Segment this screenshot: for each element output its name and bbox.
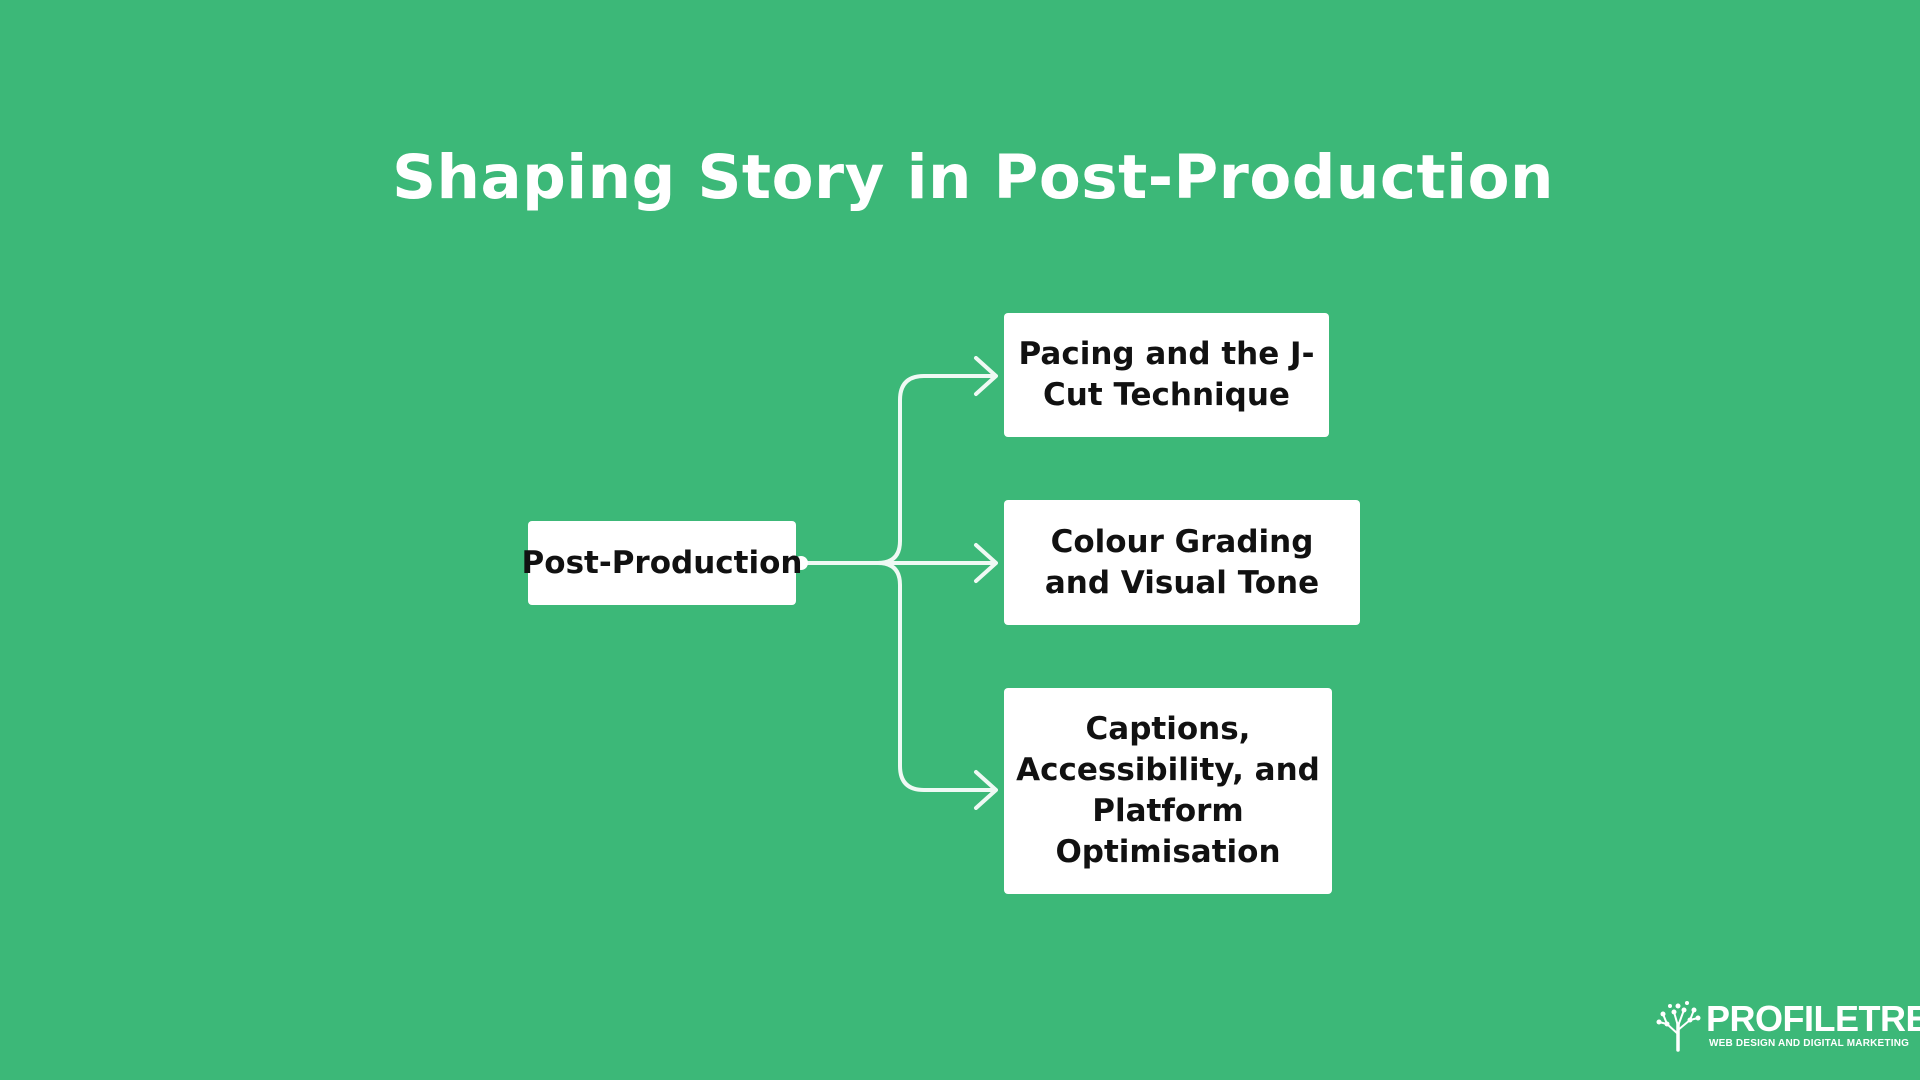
branch-node-text-line: and Visual Tone xyxy=(1044,564,1320,601)
branch-node-text-line: Pacing and the J- xyxy=(1018,336,1315,372)
branch-node-text-line: Cut Technique xyxy=(1043,377,1290,413)
tree-logo-icon xyxy=(1656,1001,1701,1052)
branch-node-text-line: Platform xyxy=(1092,793,1244,829)
arrowhead-branch-1 xyxy=(974,356,998,396)
branch-node-colour-grading: Colour Grading and Visual Tone xyxy=(1004,500,1360,625)
logo-tagline: WEB DESIGN AND DIGITAL MARKETING xyxy=(1709,1038,1910,1049)
root-connector-dot xyxy=(794,556,808,570)
profiletree-logo: PROFILETREE WEB DESIGN AND DIGITAL MARKE… xyxy=(1654,998,1920,1054)
arrowhead-branch-3 xyxy=(974,770,998,810)
branch-node-text-line: Captions, xyxy=(1085,711,1251,747)
diagram-title: Shaping Story in Post-Production xyxy=(392,142,1554,213)
branch-node-captions: Captions, Accessibility, and Platform Op… xyxy=(1004,688,1332,894)
arrowhead-branch-2 xyxy=(974,543,998,583)
root-node-label: Post-Production xyxy=(521,544,803,581)
branch-node-text-line: Optimisation xyxy=(1055,834,1281,870)
connector-root-to-branch-1 xyxy=(800,374,996,565)
logo-wordmark: PROFILETREE xyxy=(1706,998,1920,1039)
root-node: Post-Production xyxy=(522,521,802,605)
branch-node-text-line: Accessibility, and xyxy=(1016,752,1320,788)
connector-root-to-branch-3 xyxy=(800,561,996,792)
branch-node-text-line: Colour Grading xyxy=(1050,523,1314,560)
branch-node-pacing: Pacing and the J- Cut Technique xyxy=(1004,313,1329,437)
